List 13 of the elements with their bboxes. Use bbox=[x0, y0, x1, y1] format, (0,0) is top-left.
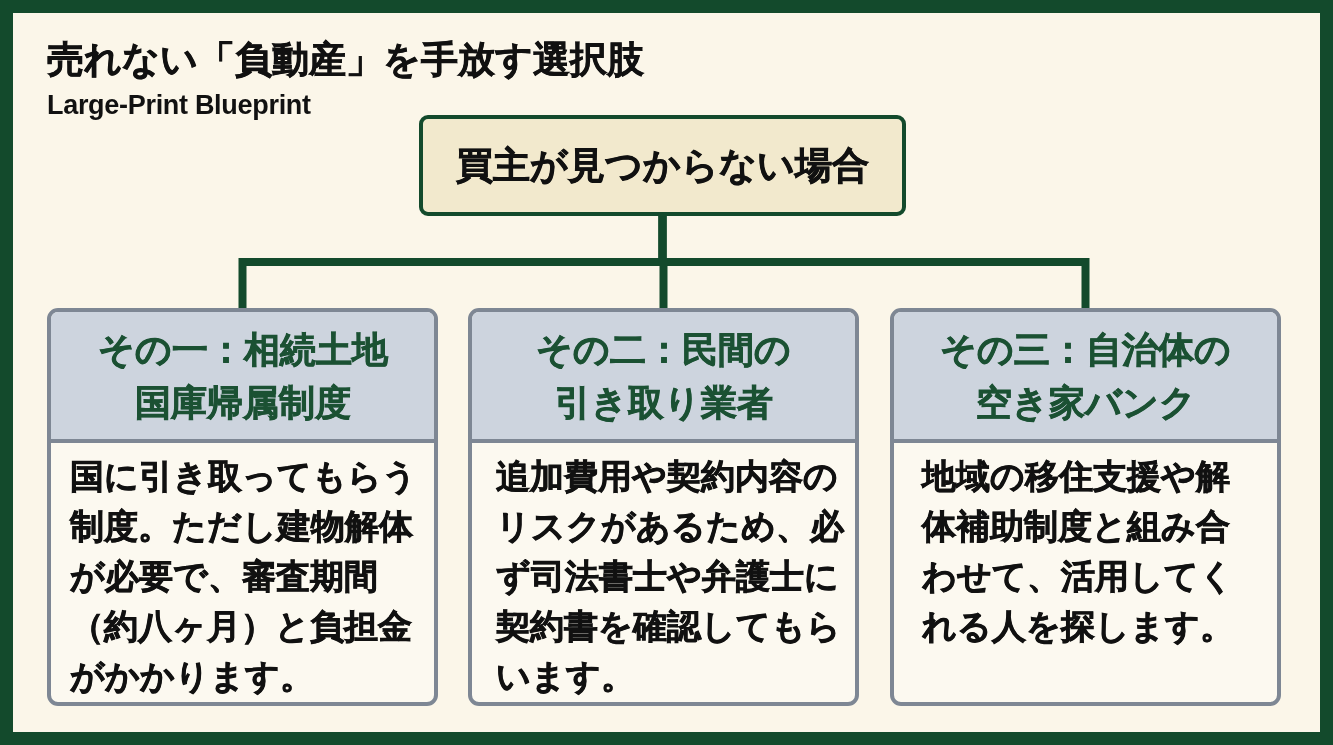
option-card bbox=[468, 308, 859, 706]
title: 売れない「負動産」を手放す選択肢 bbox=[47, 38, 644, 83]
option-card bbox=[890, 308, 1281, 706]
card-heading: その二：民間の引き取り業者 bbox=[472, 312, 855, 443]
connector-line bbox=[658, 216, 1090, 308]
top-box: 買主が見つからない場合 bbox=[419, 115, 906, 216]
card-heading: その一：相続土地国庫帰属制度 bbox=[51, 312, 434, 443]
subtitle: Large-Print Blueprint bbox=[47, 89, 311, 122]
card-text: 地域の移住支援や解体補助制度と組み合わせて、活用してくれる人を探します。 bbox=[922, 455, 1235, 648]
option-card bbox=[47, 308, 438, 706]
card-heading: その三：自治体の空き家バンク bbox=[894, 312, 1277, 443]
card-text: 追加費用や契約内容のリスクがあるため、必ず司法書士や弁護士に契約書を確認してもらいます。 bbox=[496, 455, 845, 698]
card-text: 国に引き取ってもらう制度。ただし建物解体が必要で、審査期間（約八ヶ月）と負担金がかかります。 bbox=[70, 455, 418, 698]
